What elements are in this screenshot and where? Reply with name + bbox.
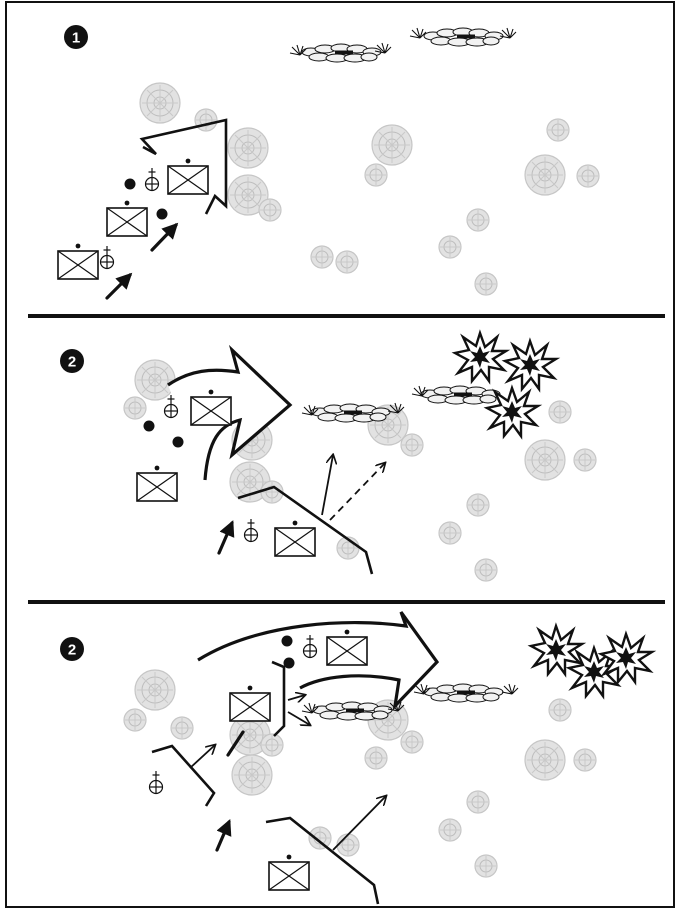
maneuver-arrow xyxy=(197,611,440,711)
phase-line xyxy=(139,118,228,215)
panel-1: 1 xyxy=(57,25,600,300)
medic-symbol xyxy=(99,245,115,270)
step-number: 2 xyxy=(68,354,76,371)
fire-arrow xyxy=(329,463,385,521)
step-badge: 2 xyxy=(60,349,84,373)
explosion-icon xyxy=(503,339,558,391)
medic-symbol xyxy=(243,518,259,543)
infantry-unit-symbol xyxy=(167,157,209,195)
infantry-unit-symbol xyxy=(106,199,148,237)
casualty-marker xyxy=(281,635,293,647)
panel-2: 2 xyxy=(60,331,597,582)
phase-line xyxy=(271,660,286,737)
advance-arrow xyxy=(215,819,232,852)
phase-line xyxy=(151,744,216,807)
advance-arrow xyxy=(321,455,333,516)
casualty-marker xyxy=(283,657,295,669)
step-number: 1 xyxy=(72,30,80,47)
step-badge: 1 xyxy=(64,25,88,49)
advance-arrow xyxy=(226,730,245,757)
phase-line xyxy=(265,816,380,905)
casualty-marker xyxy=(143,420,155,432)
step-badge: 2 xyxy=(60,637,84,661)
panel-3: 2 xyxy=(60,611,654,905)
step-number: 2 xyxy=(68,642,76,659)
advance-arrow xyxy=(287,711,310,725)
advance-arrow xyxy=(150,222,179,252)
infantry-unit-symbol xyxy=(268,853,310,891)
advance-arrow xyxy=(332,796,386,851)
rubble-obstacle-icon xyxy=(289,27,517,63)
phase-line xyxy=(237,485,374,575)
medic-symbol xyxy=(144,167,160,192)
infantry-unit-symbol xyxy=(274,519,316,557)
tree-bush-icon xyxy=(139,82,600,296)
diagram-frame xyxy=(5,1,675,908)
casualty-marker xyxy=(124,178,136,190)
casualty-marker xyxy=(156,208,168,220)
advance-arrow xyxy=(287,695,305,700)
infantry-unit-symbol xyxy=(229,684,271,722)
explosion-icon xyxy=(453,331,508,383)
infantry-unit-symbol xyxy=(136,464,178,502)
infantry-unit-symbol xyxy=(57,242,99,280)
casualty-marker xyxy=(172,436,184,448)
advance-arrow xyxy=(217,520,235,555)
medic-symbol xyxy=(148,770,164,795)
advance-arrow xyxy=(189,745,215,769)
tree-bush-icon xyxy=(123,669,597,878)
advance-arrow xyxy=(105,272,133,300)
